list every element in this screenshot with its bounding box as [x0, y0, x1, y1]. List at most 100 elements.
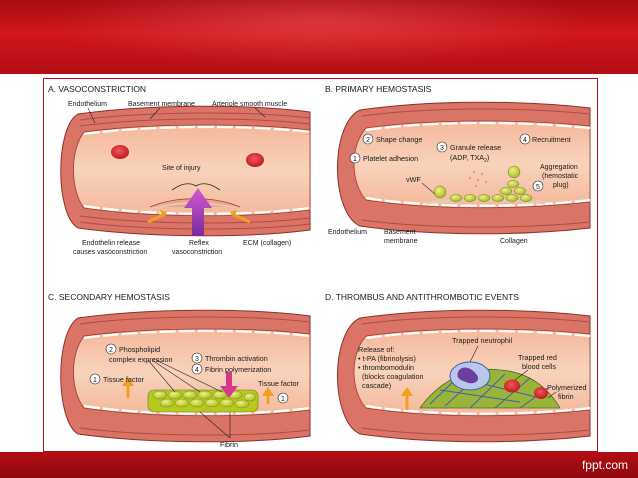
vwf-strand [421, 182, 436, 195]
fibrin-mesh [429, 373, 549, 409]
pointer-line [514, 369, 529, 381]
platelet [499, 187, 513, 195]
label-thrombin-activation: Thrombin activation [205, 354, 268, 363]
panel-c-orange-arrowhead [262, 387, 274, 396]
label-aggregation: Aggregation [540, 164, 578, 171]
panel-a-title: A. VASOCONSTRICTION [48, 84, 146, 94]
label-site-of-injury: Site of injury [162, 165, 201, 172]
label-endothelium-b: Endothelium [328, 229, 367, 236]
label-vwf: vWF [406, 175, 421, 184]
reflex-vasoconstriction-arrow [184, 188, 212, 236]
label-blocks-coagulation: (blocks coagulation [362, 372, 424, 381]
panel-d-wall-stripe [361, 427, 591, 436]
red-blood-cell [246, 153, 264, 167]
label-fibrin-polymerization: Fibrin polymerization [205, 365, 271, 374]
panel-a-endothelium [83, 125, 311, 136]
panel-c-title: C. SECONDARY HEMOSTASIS [48, 292, 170, 302]
label-ecm-collagen: ECM (collagen) [243, 240, 291, 247]
label-cascade: cascade) [362, 381, 391, 390]
red-blood-cell [111, 145, 129, 159]
label-tissue-factor-left: Tissue factor [103, 375, 144, 384]
platelet [491, 194, 505, 202]
platelet [449, 194, 463, 202]
platelet-plug [147, 389, 259, 413]
step-badge [277, 392, 289, 404]
label-arteriole-smooth-muscle: Arteriole smooth muscle [212, 101, 287, 108]
label-causes-vasoconstriction: causes vasoconstriction [73, 249, 147, 256]
panel-c-orange-arrowhead [122, 377, 134, 386]
label-complex-expression: complex expression [109, 355, 173, 364]
platelet [513, 187, 527, 195]
platelet [507, 165, 521, 179]
step-number: 4 [195, 367, 199, 374]
panel-d-title: D. THROMBUS AND ANTITHROMBOTIC EVENTS [325, 292, 519, 302]
step-number: 2 [109, 347, 113, 354]
step-badge [349, 152, 361, 164]
label-phospholipid: Phospholipid [119, 345, 160, 354]
red-blood-cell [504, 379, 520, 393]
step-badge [191, 352, 203, 364]
label-basement-membrane: Basement membrane [128, 101, 195, 108]
step-number: 5 [536, 184, 540, 191]
step-number: 3 [440, 145, 444, 152]
platelet [477, 194, 491, 202]
label-release-of: Release of: [358, 345, 394, 354]
pointer-line [547, 391, 557, 399]
step-number: 3 [195, 356, 199, 363]
panel-c: C. SECONDARY HEMOSTASIS [48, 292, 311, 449]
label-tpa: • t-PA (fibrinolysis) [358, 354, 416, 363]
platelet-cluster [433, 165, 533, 202]
panel-a-orange-arrowhead [230, 210, 237, 218]
label-recruitment: Recruitment [532, 135, 571, 144]
label-blood-cells: blood cells [522, 362, 556, 371]
footer-band [0, 452, 638, 478]
pointer-line [199, 411, 231, 439]
panel-a-injury-brace [171, 183, 221, 191]
platelet [433, 185, 447, 199]
label-basement: Basement [384, 229, 416, 236]
panel-d-endothelium [365, 404, 591, 415]
red-blood-cell [534, 387, 548, 399]
panel-a-lumen [73, 124, 311, 217]
platelet [505, 194, 519, 202]
panel-b-wall-stripe [361, 219, 591, 228]
label-reflex: Reflex [189, 240, 209, 247]
label-trapped-neutrophil: Trapped neutrophil [452, 336, 512, 345]
panel-d-orange-arrowhead [401, 387, 413, 396]
panel-b-title: B. PRIMARY HEMOSTASIS [325, 84, 432, 94]
label-plug: plug) [553, 182, 569, 189]
panel-a: A. VASOCONSTRICTION Endothelium Basement… [48, 84, 311, 256]
neutrophil-nucleus [457, 367, 479, 384]
panel-a-wall-stripe [79, 118, 311, 127]
panel-c-endothelium [83, 329, 311, 340]
panel-b-lumen [353, 120, 591, 209]
platelet [506, 180, 520, 188]
step-badge [89, 373, 101, 385]
step-badge [532, 180, 544, 192]
label-collagen: Collagen [500, 238, 528, 245]
granule-dots [469, 171, 487, 187]
pointer-line [149, 107, 161, 120]
panel-d: D. THROMBUS AND ANTITHROMBOTIC EVENTS Re… [325, 292, 591, 443]
label-adp-txa: (ADP, TXA2) [450, 153, 489, 164]
label-polymerized: Polymerized [547, 383, 587, 392]
step-number: 2 [366, 137, 370, 144]
panel-a-wall-stripe [79, 112, 311, 121]
step-badge [519, 133, 531, 145]
step-badge [362, 133, 374, 145]
label-fibrin: Fibrin [220, 440, 238, 449]
label-thrombomodulin: • thrombomodulin [358, 363, 414, 372]
label-shape-change: Shape change [376, 135, 422, 144]
header-band [0, 0, 638, 74]
pointer-line [151, 359, 201, 393]
panel-c-wall-stripe [79, 316, 311, 325]
pointer-line [254, 107, 266, 118]
label-granule-release: Granule release [450, 143, 501, 152]
panel-a-orange-arrowhead [160, 210, 167, 218]
label-fibrin-d: fibrin [558, 392, 574, 401]
step-number: 1 [281, 396, 285, 403]
thrombin-arrow [220, 372, 238, 398]
step-badge [105, 343, 117, 355]
label-trapped-red: Trapped red [518, 353, 557, 362]
